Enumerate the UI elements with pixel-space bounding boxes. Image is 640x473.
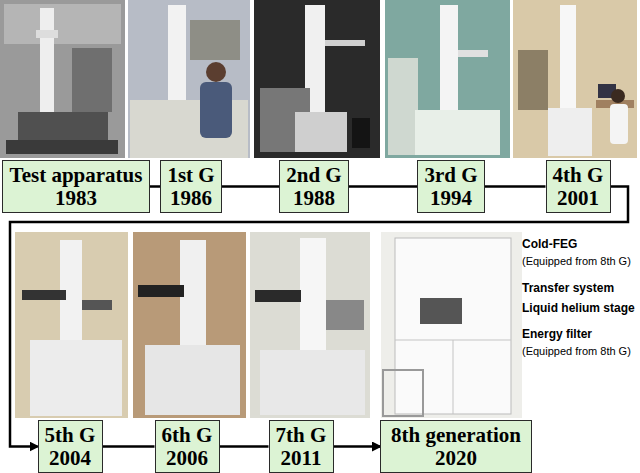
microscope-column: [300, 238, 326, 354]
generation-year: 1986: [170, 187, 212, 209]
generation-box: 7th G2011: [269, 420, 334, 473]
microscope-column: [40, 8, 54, 116]
generation-year: 1988: [293, 187, 335, 209]
photo-background: [0, 0, 125, 158]
photo-background: [381, 232, 522, 418]
generation-name: 1st G: [167, 164, 214, 186]
feature-label: Energy filter: [522, 328, 592, 341]
photo-background: [254, 0, 380, 158]
photo-background: [133, 232, 246, 418]
feature-label: Transfer system: [522, 282, 614, 295]
operator-body: [200, 82, 232, 138]
microscope-arm: [325, 40, 365, 46]
generation-box: 8th generation2020: [380, 420, 532, 473]
generation-name: 7th G: [276, 424, 327, 446]
generation-box: Test apparatus1983: [2, 160, 150, 213]
panel-line: [453, 340, 454, 414]
microscope-base: [548, 108, 592, 156]
generation-box: 6th G2006: [155, 420, 220, 473]
microscope-arm: [138, 285, 184, 297]
operator-head: [611, 89, 625, 103]
timeline-arrow: [349, 185, 417, 188]
microscope-arm: [458, 50, 488, 57]
microscope-cabinet: [395, 238, 511, 414]
photo-background: [128, 0, 250, 158]
photo-background: [385, 0, 510, 158]
generation-name: 8th generation: [391, 424, 521, 446]
cabinet: [388, 58, 418, 155]
generation-year: 1994: [430, 187, 472, 209]
side-equipment: [326, 300, 364, 330]
timeline-arrow: [220, 445, 269, 448]
generation-year: 2020: [435, 447, 477, 469]
microscope-column: [440, 5, 458, 123]
timeline-arrow: [334, 445, 381, 448]
generation-name: 2nd G: [286, 164, 341, 186]
microscope-arm: [255, 290, 301, 302]
generation-box: 2nd G1988: [279, 160, 349, 213]
timeline-arrow: [10, 187, 628, 447]
generation-name: 3rd G: [424, 164, 477, 186]
microscope-arm: [22, 290, 66, 300]
generation-box: 4th G2001: [546, 160, 611, 213]
photo-background: [250, 232, 370, 418]
timeline-arrow: [150, 185, 160, 188]
chair: [352, 118, 370, 148]
side-equipment: [518, 50, 548, 110]
side-equipment: [190, 20, 240, 60]
generation-name: 5th G: [45, 424, 96, 446]
generation-year: 2001: [557, 187, 599, 209]
photo-wall: [4, 4, 121, 44]
feature-label: Liquid helium stage: [522, 302, 635, 315]
generation-name: 4th G: [553, 164, 604, 186]
cabinet-window: [420, 298, 462, 324]
operator-head: [206, 62, 226, 82]
microscope-base: [260, 350, 365, 415]
feature-label: Cold-FEG: [522, 238, 577, 251]
timeline-arrow: [222, 185, 279, 188]
operator-body: [610, 104, 628, 144]
feature-note: (Equipped from 8th G): [522, 345, 631, 357]
generation-year: 2006: [166, 447, 208, 469]
feature-note: (Equipped from 8th G): [522, 255, 631, 267]
column-ring: [36, 30, 58, 38]
generation-year: 2004: [49, 447, 91, 469]
pipe-rack: [383, 370, 423, 416]
microscope-base: [415, 110, 500, 155]
generation-year: 1983: [55, 187, 97, 209]
microscope-base: [145, 345, 240, 415]
microscope-arm: [82, 300, 112, 310]
generation-box: 1st G1986: [160, 160, 222, 213]
generation-box: 3rd G1994: [417, 160, 485, 213]
photo-background: [513, 0, 637, 158]
floor-rack: [6, 140, 118, 154]
microscope-base: [30, 340, 122, 416]
generation-box: 5th G2004: [38, 420, 103, 473]
timeline-arrow: [485, 185, 546, 188]
microscope-base: [295, 112, 347, 152]
microscope-column: [560, 5, 576, 115]
generation-year: 2011: [281, 447, 322, 469]
timeline-arrow: [103, 445, 155, 448]
side-equipment: [72, 48, 112, 112]
generation-name: Test apparatus: [10, 164, 143, 186]
photo-background: [15, 232, 128, 418]
generation-name: 6th G: [162, 424, 213, 446]
microscope-column: [168, 5, 186, 105]
